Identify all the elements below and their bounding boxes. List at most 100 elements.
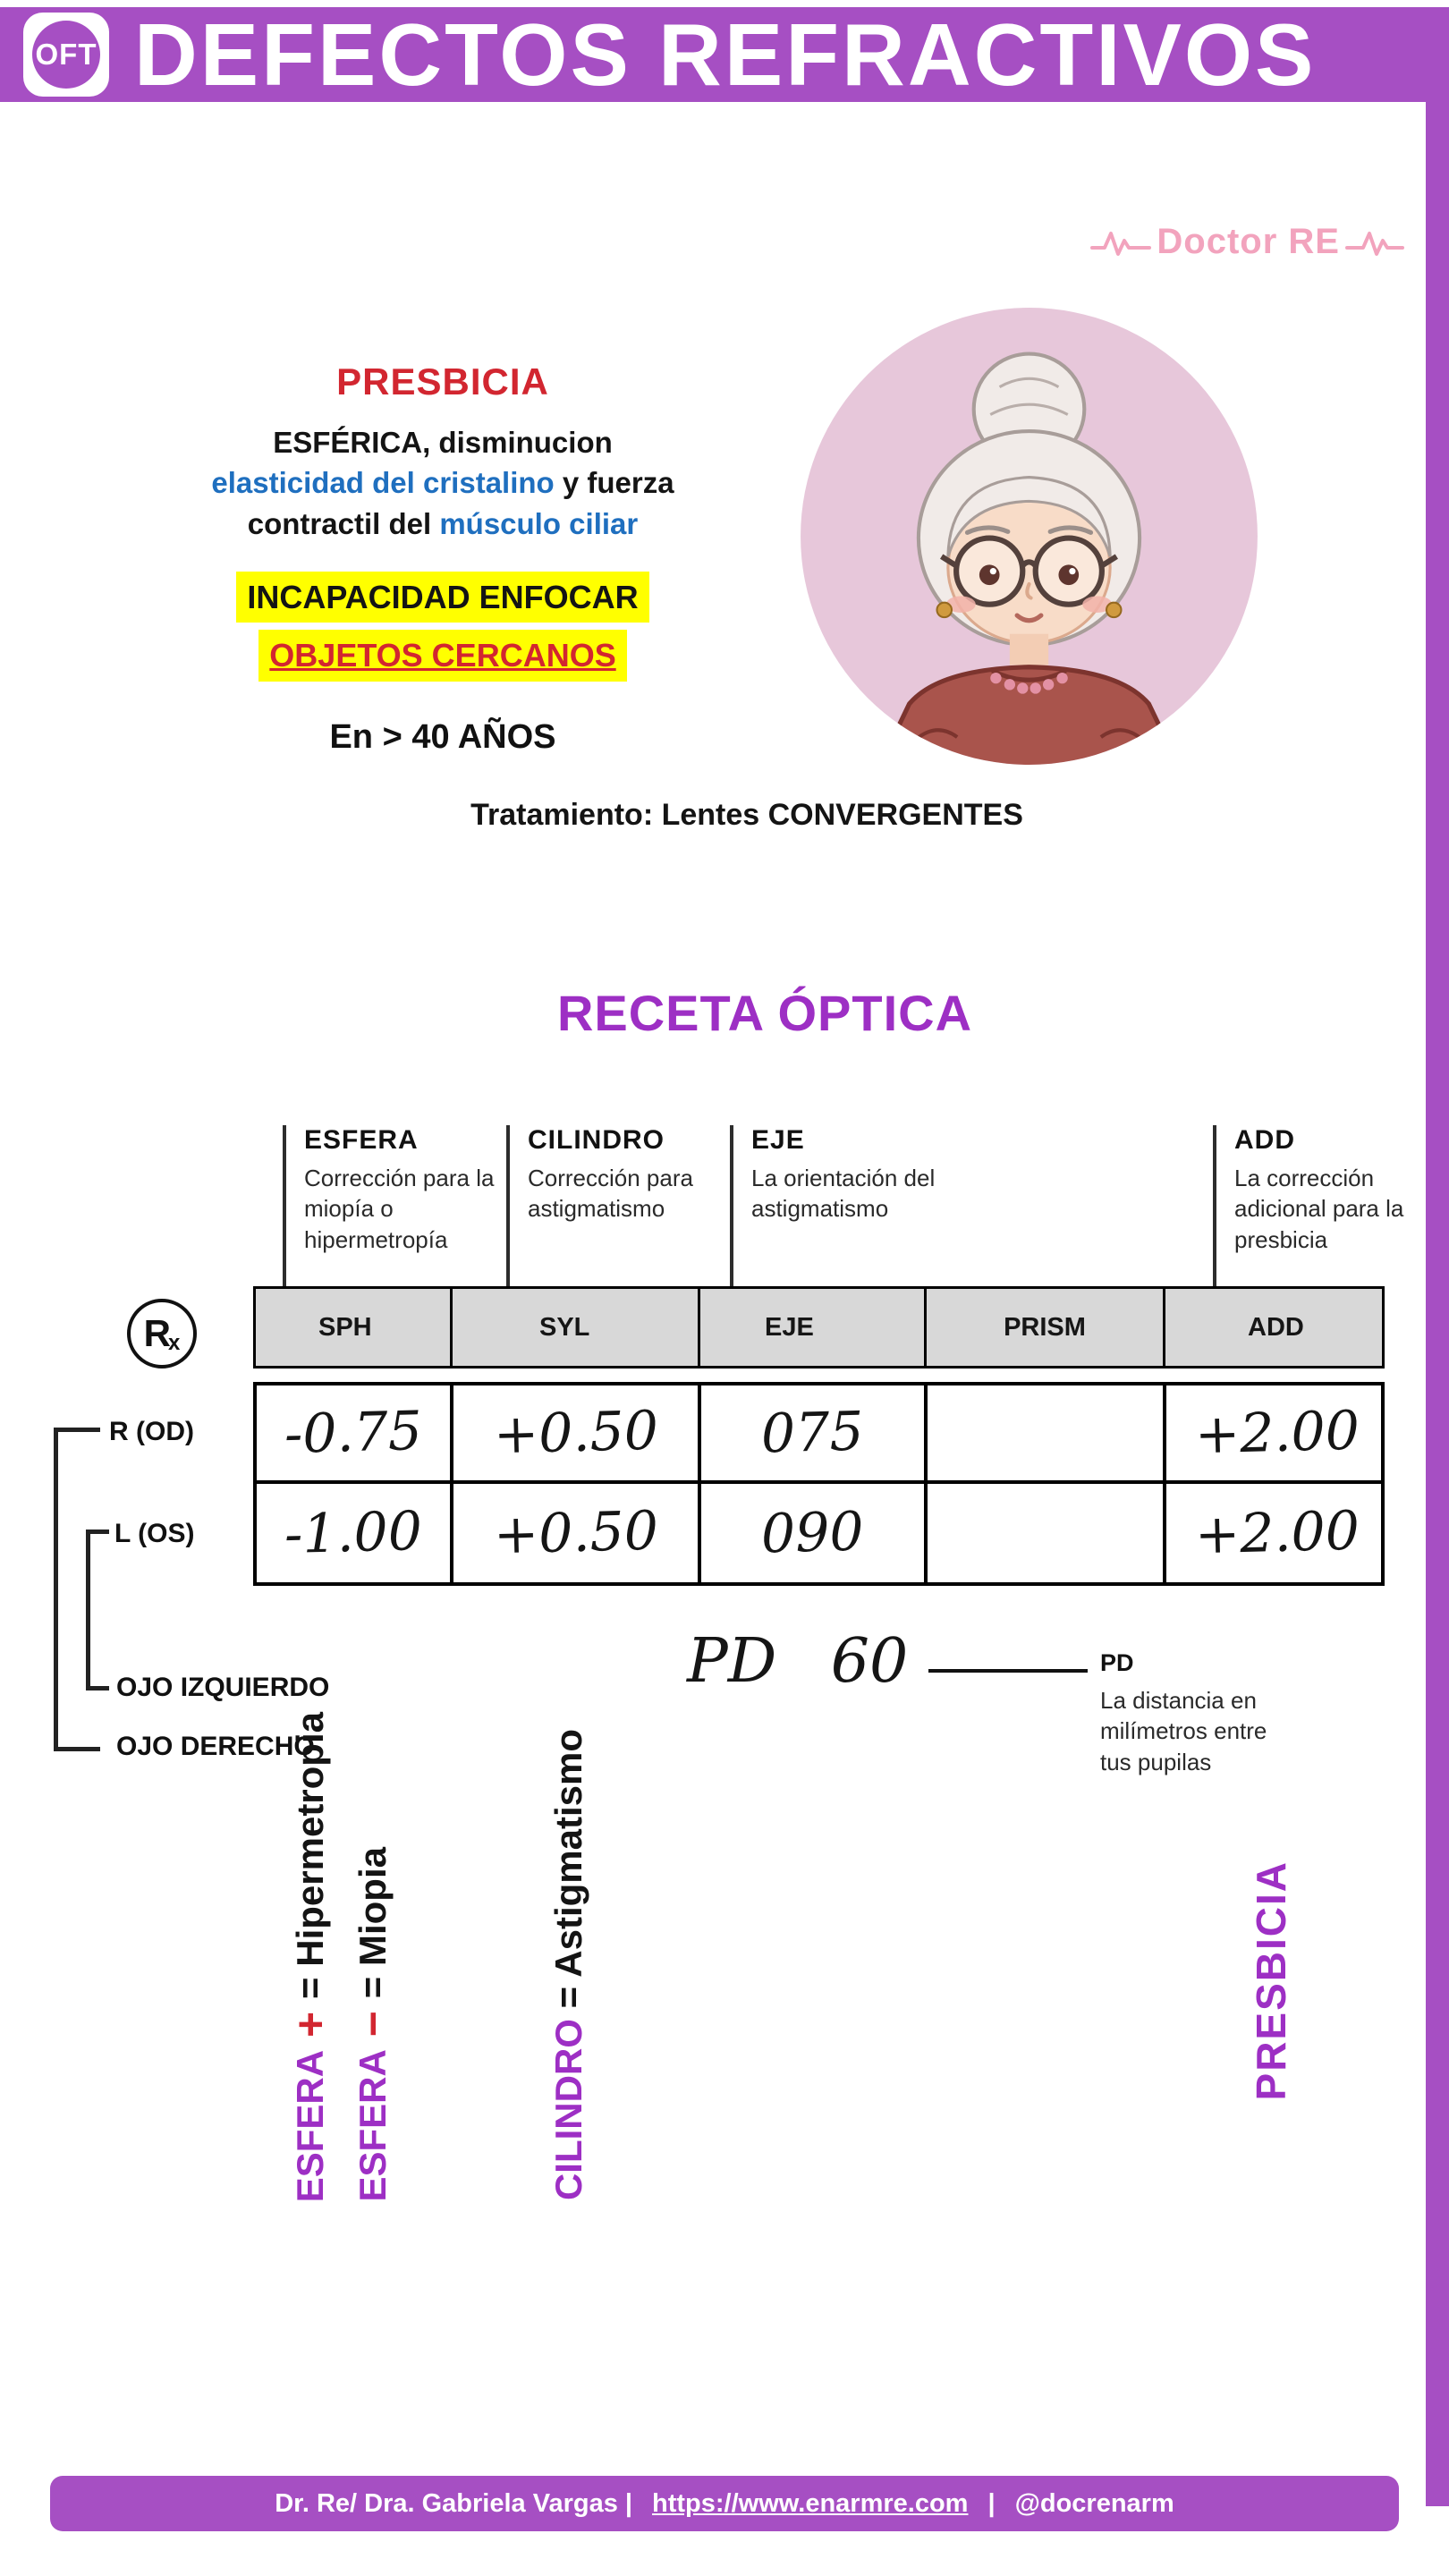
annotation-desc: La orientación del astigmatismo bbox=[751, 1165, 936, 1223]
cell-l-sph: -1.00 bbox=[257, 1484, 453, 1582]
minus-sign: − bbox=[348, 1998, 398, 2050]
legend-cilindro: CILINDRO = Astigmatismo bbox=[547, 1729, 590, 2200]
header-cell-prism: PRISM bbox=[927, 1289, 1165, 1366]
presbicia-title: PRESBICIA bbox=[336, 360, 549, 402]
header-cell-eje: EJE bbox=[700, 1289, 927, 1366]
cell-r-prism bbox=[928, 1385, 1166, 1480]
header-cell-add: ADD bbox=[1248, 1312, 1304, 1342]
header-cell-syl: SYL bbox=[453, 1289, 700, 1366]
legend-meaning: = Miopia bbox=[352, 1847, 394, 1999]
annotation-cilindro: CILINDRO Corrección para astigmatismo bbox=[528, 1125, 720, 1224]
legend-esfera-plus: ESFERA + = Hipermetropia bbox=[284, 1712, 336, 2202]
pd-description: La distancia en milímetros entre tus pup… bbox=[1100, 1687, 1267, 1775]
row-label-right-eye: R (OD) bbox=[109, 1417, 194, 1446]
annotation-desc: Corrección para la miopía o hipermetropí… bbox=[304, 1165, 495, 1253]
label-ojo-izquierdo: OJO IZQUIERDO bbox=[116, 1673, 330, 1702]
presbicia-contractil: contractil del bbox=[247, 507, 440, 541]
pd-handwritten-value: 60 bbox=[830, 1626, 909, 1697]
brand-name: Doctor RE bbox=[1157, 222, 1340, 261]
pd-handwritten-label: PD bbox=[687, 1626, 777, 1697]
pd-label: PD bbox=[1100, 1649, 1134, 1676]
table-row-right-eye: -0.75 +0.50 075 +2.00 bbox=[257, 1385, 1381, 1484]
value-l-add: +2.00 bbox=[1194, 1499, 1360, 1567]
ecg-pulse-icon bbox=[1090, 231, 1152, 256]
prescription-table-body: -0.75 +0.50 075 +2.00 -1.00 +0.50 090 +2… bbox=[253, 1382, 1385, 1586]
value-r-syl: +0.50 bbox=[492, 1399, 659, 1467]
value-l-syl: +0.50 bbox=[492, 1499, 659, 1567]
presbicia-elasticidad: elasticidad del cristalino bbox=[211, 466, 555, 500]
plus-sign: + bbox=[285, 1998, 335, 2050]
legend-meaning: = Hipermetropia bbox=[289, 1711, 331, 1999]
bracket-left-eye bbox=[86, 1530, 109, 1690]
annotation-esfera: ESFERA Corrección para la miopía o hiper… bbox=[304, 1125, 496, 1255]
pd-connector-line bbox=[928, 1669, 1088, 1673]
cell-r-add: +2.00 bbox=[1166, 1385, 1388, 1480]
grandma-drawing bbox=[801, 308, 1258, 765]
label-ojo-derecho: OJO DERECHO bbox=[116, 1732, 315, 1761]
annotation-term: EJE bbox=[751, 1125, 805, 1155]
legend-presbicia: PRESBICIA bbox=[1248, 1860, 1294, 2100]
table-row-left-eye: -1.00 +0.50 090 +2.00 bbox=[257, 1484, 1381, 1582]
age-note: En > 40 AÑOS bbox=[329, 717, 556, 756]
presbicia-section: PRESBICIA ESFÉRICA, disminucion elastici… bbox=[152, 356, 733, 760]
value-l-eje: 090 bbox=[760, 1500, 865, 1566]
rx-letter: R bbox=[143, 1312, 171, 1354]
brand-logo: Doctor RE bbox=[1090, 222, 1406, 262]
page-title: DEFECTOS REFRACTIVOS bbox=[134, 4, 1317, 104]
annotation-eje: EJE La orientación del astigmatismo bbox=[751, 1125, 962, 1224]
presbicia-line-1: ESFÉRICA, disminucion bbox=[152, 422, 733, 463]
bracket-right-eye bbox=[54, 1428, 100, 1751]
header-cell-sph: SPH bbox=[256, 1289, 453, 1366]
footer-handle: @docrenarm bbox=[1014, 2488, 1174, 2518]
oft-badge-label: OFT bbox=[35, 38, 97, 71]
cell-l-prism bbox=[928, 1484, 1166, 1582]
header-bar: OFT DEFECTOS REFRACTIVOS bbox=[0, 4, 1449, 104]
value-r-add: +2.00 bbox=[1194, 1399, 1360, 1467]
presbicia-disminucion: disminucion bbox=[430, 425, 613, 459]
highlight-incapacidad: INCAPACIDAD ENFOCAR bbox=[236, 571, 649, 623]
oft-circle: OFT bbox=[32, 21, 100, 89]
treatment-note: Tratamiento: Lentes CONVERGENTES bbox=[470, 798, 1023, 832]
annotation-term: ADD bbox=[1234, 1125, 1295, 1155]
legend-term: ESFERA bbox=[289, 2049, 331, 2202]
value-l-sph: -1.00 bbox=[284, 1499, 423, 1567]
presbicia-line-2: elasticidad del cristalino y fuerza bbox=[152, 462, 733, 504]
footer-bar: Dr. Re/ Dra. Gabriela Vargas | https://w… bbox=[50, 2476, 1399, 2531]
cell-r-eje: 075 bbox=[701, 1385, 928, 1480]
cell-l-syl: +0.50 bbox=[453, 1484, 701, 1582]
legend-esfera-minus: ESFERA − = Miopia bbox=[347, 1847, 399, 2202]
highlight-block: INCAPACIDAD ENFOCAR OBJETOS CERCANOS bbox=[152, 571, 733, 682]
legend-meaning: = Astigmatismo bbox=[547, 1728, 589, 2019]
presbicia-musculo: músculo ciliar bbox=[439, 507, 639, 541]
presbicia-line-3: contractil del músculo ciliar bbox=[152, 504, 733, 545]
cell-l-add: +2.00 bbox=[1166, 1484, 1388, 1582]
annotation-term: ESFERA bbox=[304, 1125, 419, 1155]
ecg-pulse-icon bbox=[1345, 231, 1404, 256]
right-edge-stripe bbox=[1426, 102, 1449, 2506]
annotation-add: ADD La corrección adicional para la pres… bbox=[1234, 1125, 1413, 1255]
grandma-illustration bbox=[799, 306, 1259, 767]
presbicia-esferica: ESFÉRICA, bbox=[273, 425, 431, 459]
cell-r-syl: +0.50 bbox=[453, 1385, 701, 1480]
annotation-desc: Corrección para astigmatismo bbox=[528, 1165, 693, 1223]
prescription-table-header: SPH SYL EJE PRISM ADD bbox=[253, 1286, 1385, 1368]
rx-symbol: R x bbox=[127, 1299, 197, 1368]
legend-term: ESFERA bbox=[352, 2049, 394, 2202]
rx-subscript: x bbox=[167, 1331, 181, 1355]
value-r-eje: 075 bbox=[760, 1400, 865, 1466]
annotation-desc: La corrección adicional para la presbici… bbox=[1234, 1165, 1404, 1253]
oft-badge: OFT bbox=[23, 13, 109, 97]
value-r-sph: -0.75 bbox=[284, 1399, 423, 1467]
footer-author: Dr. Re/ Dra. Gabriela Vargas | bbox=[275, 2488, 633, 2518]
presbicia-fuerza: y fuerza bbox=[554, 466, 674, 500]
receta-title: RECETA ÓPTICA bbox=[556, 985, 973, 1041]
footer-separator: | bbox=[987, 2488, 996, 2518]
row-label-left-eye: L (OS) bbox=[114, 1519, 195, 1548]
annotation-term: CILINDRO bbox=[528, 1125, 665, 1155]
legend-term: CILINDRO bbox=[547, 2019, 589, 2200]
cell-l-eje: 090 bbox=[701, 1484, 928, 1582]
cell-r-sph: -0.75 bbox=[257, 1385, 453, 1480]
pd-handwritten: PD 60 bbox=[687, 1626, 908, 1697]
footer-url-link[interactable]: https://www.enarmre.com bbox=[652, 2488, 969, 2518]
